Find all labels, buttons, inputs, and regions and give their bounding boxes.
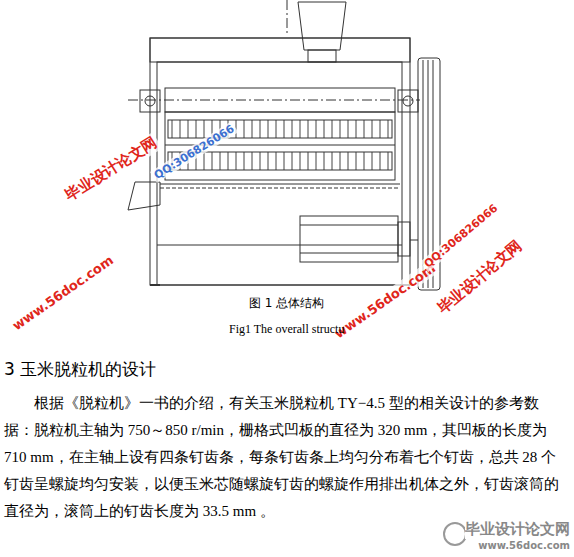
concave [160, 184, 400, 185]
figure-caption-en: Fig1 The overall structu [229, 322, 344, 337]
bearing-left-hole [145, 96, 155, 106]
logo-ring [444, 523, 466, 545]
motor-end [398, 222, 410, 256]
bearing-left [140, 90, 160, 112]
belt [410, 240, 418, 241]
top-cover [150, 38, 410, 62]
watermark: www.56doc.com [330, 259, 440, 342]
foot [150, 284, 160, 286]
frame [150, 38, 410, 285]
hopper [298, 2, 346, 50]
concave-grid [160, 188, 400, 189]
watermark: www.56doc.com [8, 251, 118, 334]
shaft-band [165, 88, 395, 112]
lower-brace [157, 245, 402, 246]
frame-inner [157, 62, 402, 285]
hopper-neck [308, 50, 336, 62]
watermark: 毕业设计论文网 [60, 132, 163, 206]
section-heading: 3 玉米脱粒机的设计 [4, 358, 156, 381]
logo-url: www.56doc.com [478, 540, 570, 551]
pulley-groove [423, 60, 424, 288]
spike-row [168, 120, 392, 138]
figure-caption: 图 1 总体结构 [249, 295, 324, 312]
center-line [287, 0, 288, 36]
logo-text: 毕业设计论文网 [465, 520, 570, 539]
bearing-right-hole [403, 96, 413, 106]
machine [128, 0, 440, 290]
discharge-chute [128, 182, 160, 210]
motor [300, 216, 398, 262]
bearing-right [398, 90, 418, 112]
motor-fin [300, 253, 398, 254]
axis-line [128, 100, 420, 101]
motor-fin [300, 225, 398, 226]
logo-mark [444, 523, 466, 545]
body-paragraph: 根据《脱粒机》一书的介绍，有关玉米脱粒机 TY−4.5 型的相关设计的参考数据：… [4, 390, 568, 525]
